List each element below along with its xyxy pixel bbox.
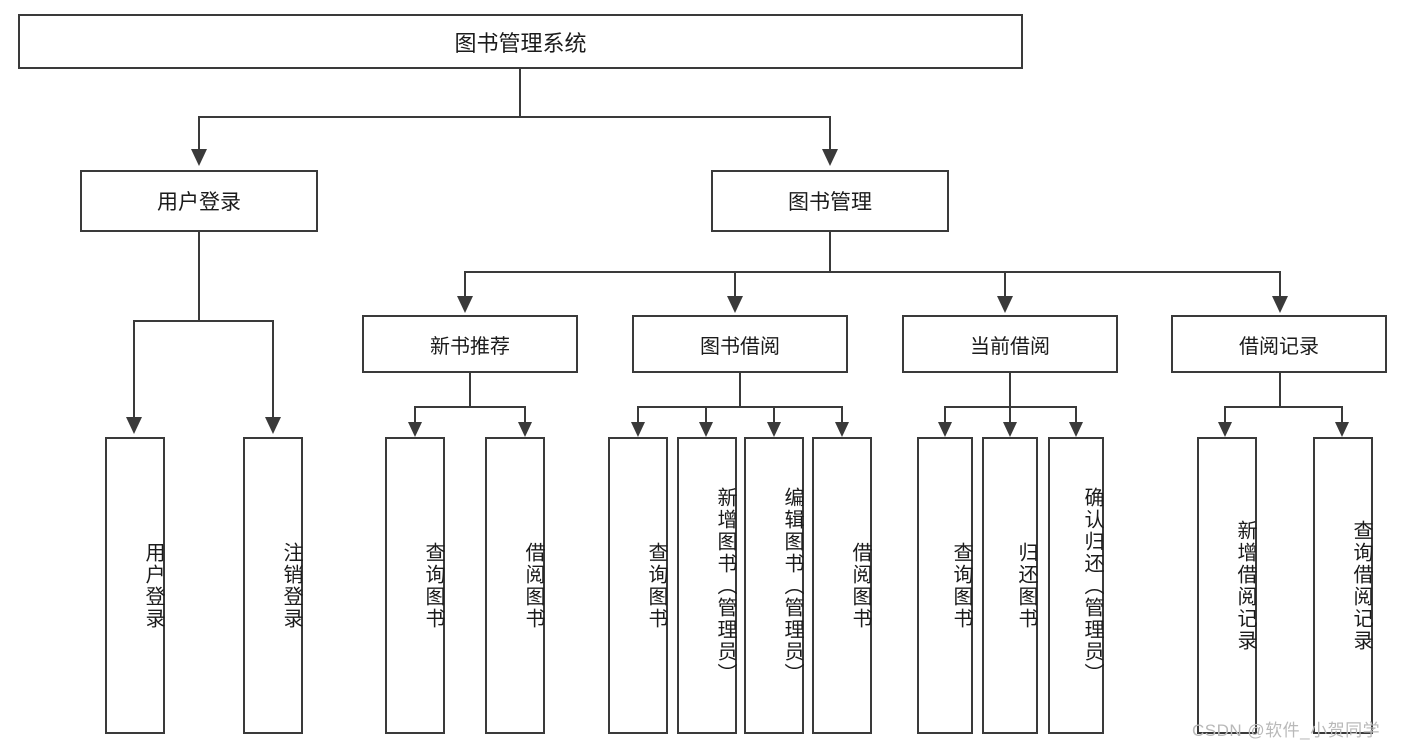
arrow-to-leaf-add-record [1218,422,1232,437]
node-label: 当前借阅 [970,335,1050,358]
arrow-to-leaf-query-book-3 [938,422,952,437]
arrow-to-leaf-return-book [1003,422,1017,437]
connector-book-borrow-drop-1 [637,406,639,422]
connector-user-login-stem [198,232,200,320]
connector-current-borrow-drop-1 [944,406,946,422]
arrow-to-leaf-add-book [699,422,713,437]
leaf-label: 借阅图书 [522,541,544,630]
arrow-to-book-borrow [727,296,743,313]
connector-new-book-drop-2 [524,406,526,422]
connector-borrow-record-drop-1 [1224,406,1226,422]
leaf-user-login[interactable]: 用户登录 [105,437,165,734]
connector-root-to-user-login [198,116,200,149]
arrow-to-leaf-user-login [126,417,142,434]
leaf-query-book-recommend[interactable]: 查询图书 [385,437,445,734]
leaf-label: 查询借阅记录 [1350,519,1372,652]
connector-book-borrow-stem [739,373,741,406]
arrow-to-leaf-logout [265,417,281,434]
node-label: 用户登录 [157,191,241,214]
connector-user-login-drop-1 [133,320,135,417]
node-root-book-management-system[interactable]: 图书管理系统 [18,14,1023,69]
arrow-to-leaf-query-book-2 [631,422,645,437]
connector-borrow-record-bus [1224,406,1343,408]
connector-borrow-record-drop-2 [1341,406,1343,422]
csdn-watermark: CSDN @软件_小贺同学 [1192,721,1381,740]
leaf-label: 编辑图书（管理员） [781,486,803,685]
connector-root-bus [198,116,831,118]
connector-current-borrow-stem [1009,373,1011,406]
node-current-borrow[interactable]: 当前借阅 [902,315,1118,373]
arrow-to-leaf-borrow-book-1 [518,422,532,437]
leaf-confirm-return-admin[interactable]: 确认归还（管理员） [1048,437,1104,734]
leaf-label: 新增图书（管理员） [714,486,736,685]
connector-drop-new-book [464,271,466,296]
node-new-book-recommend[interactable]: 新书推荐 [362,315,578,373]
connector-book-management-stem [829,232,831,271]
leaf-label: 归还图书 [1015,541,1037,630]
leaf-return-book[interactable]: 归还图书 [982,437,1038,734]
connector-drop-borrow-record [1279,271,1281,296]
leaf-label: 确认归还（管理员） [1081,486,1103,685]
node-book-management[interactable]: 图书管理 [711,170,949,232]
leaf-query-book-current[interactable]: 查询图书 [917,437,973,734]
connector-new-book-bus [414,406,525,408]
arrow-to-new-book-recommend [457,296,473,313]
leaf-logout[interactable]: 注销登录 [243,437,303,734]
connector-drop-book-borrow [734,271,736,296]
leaf-label: 注销登录 [280,541,302,630]
node-label: 图书管理系统 [454,30,587,56]
leaf-query-borrow-record[interactable]: 查询借阅记录 [1313,437,1373,734]
arrow-to-book-management [822,149,838,166]
connector-book-borrow-bus [637,406,842,408]
connector-new-book-stem [469,373,471,406]
connector-current-borrow-drop-3 [1075,406,1077,422]
arrow-to-current-borrow [997,296,1013,313]
arrow-to-leaf-query-record [1335,422,1349,437]
connector-root-stem [519,69,521,116]
connector-new-book-drop-1 [414,406,416,422]
leaf-add-book-admin[interactable]: 新增图书（管理员） [677,437,737,734]
connector-book-borrow-drop-4 [841,406,843,422]
connector-current-borrow-drop-2 [1009,406,1011,422]
connector-book-borrow-drop-3 [773,406,775,422]
node-label: 借阅记录 [1239,335,1319,358]
arrow-to-user-login [191,149,207,166]
leaf-add-borrow-record[interactable]: 新增借阅记录 [1197,437,1257,734]
leaf-label: 借阅图书 [849,541,871,630]
leaf-borrow-book[interactable]: 借阅图书 [812,437,872,734]
arrow-to-leaf-edit-book [767,422,781,437]
connector-root-to-book-management [829,116,831,149]
connector-user-login-drop-2 [272,320,274,417]
leaf-label: 查询图书 [645,541,667,630]
leaf-borrow-book-recommend[interactable]: 借阅图书 [485,437,545,734]
leaf-label: 查询图书 [422,541,444,630]
leaf-label: 新增借阅记录 [1234,519,1256,652]
connector-drop-current-borrow [1004,271,1006,296]
connector-book-borrow-drop-2 [705,406,707,422]
connector-borrow-record-stem [1279,373,1281,406]
arrow-to-leaf-query-book-1 [408,422,422,437]
arrow-to-borrow-record [1272,296,1288,313]
node-label: 图书借阅 [700,335,780,358]
arrow-to-leaf-confirm-return [1069,422,1083,437]
connector-user-login-bus [133,320,273,322]
arrow-to-leaf-borrow-book-2 [835,422,849,437]
leaf-label: 查询图书 [950,541,972,630]
node-book-borrow[interactable]: 图书借阅 [632,315,848,373]
connector-book-management-bus [464,271,1279,273]
node-user-login[interactable]: 用户登录 [80,170,318,232]
node-borrow-record[interactable]: 借阅记录 [1171,315,1387,373]
node-label: 新书推荐 [430,335,510,358]
leaf-edit-book-admin[interactable]: 编辑图书（管理员） [744,437,804,734]
node-label: 图书管理 [788,191,872,214]
leaf-label: 用户登录 [142,541,164,630]
leaf-query-book-borrow[interactable]: 查询图书 [608,437,668,734]
